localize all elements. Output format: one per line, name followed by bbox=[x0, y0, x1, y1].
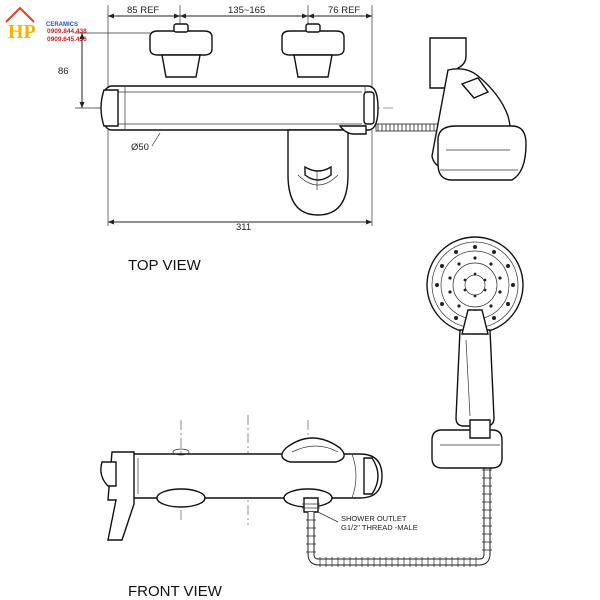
top-view-faucet: Ø50 311 bbox=[95, 23, 527, 233]
logo-phone-1: 0909.844.438 bbox=[47, 28, 87, 35]
top-view-label: TOP VIEW bbox=[128, 257, 202, 274]
annotation-thread: G1/2" THREAD -MALE bbox=[341, 523, 418, 532]
top-view-hose bbox=[375, 123, 439, 132]
dim-diameter: Ø50 bbox=[131, 142, 149, 153]
logo-phone-2: 0909.645.436 bbox=[47, 36, 87, 43]
dim-overall-length: 311 bbox=[236, 222, 251, 233]
dim-center-range: 135~165 bbox=[228, 5, 265, 16]
logo-subtitle: CERAMICS bbox=[46, 22, 78, 28]
front-view-hose bbox=[306, 454, 492, 567]
top-dimension-lines: 85 REF 135~165 76 REF bbox=[107, 5, 373, 90]
dim-left-ref: 85 REF bbox=[127, 5, 159, 16]
brand-logo: HP CERAMICS 0909.844.438 0909.645.436 bbox=[5, 6, 87, 43]
handshower-holder bbox=[431, 419, 503, 469]
top-view-handshower bbox=[429, 37, 527, 181]
front-view-label: FRONT VIEW bbox=[128, 583, 223, 600]
annotation-shower-outlet: SHOWER OUTLET bbox=[341, 514, 407, 523]
dim-right-ref: 76 REF bbox=[328, 5, 360, 16]
dim-height: 86 bbox=[58, 66, 69, 77]
front-view-faucet: SHOWER OUTLET G1/2" THREAD -MALE bbox=[100, 415, 503, 567]
handshower-head bbox=[426, 236, 524, 427]
logo-brand-text: HP bbox=[8, 21, 36, 43]
